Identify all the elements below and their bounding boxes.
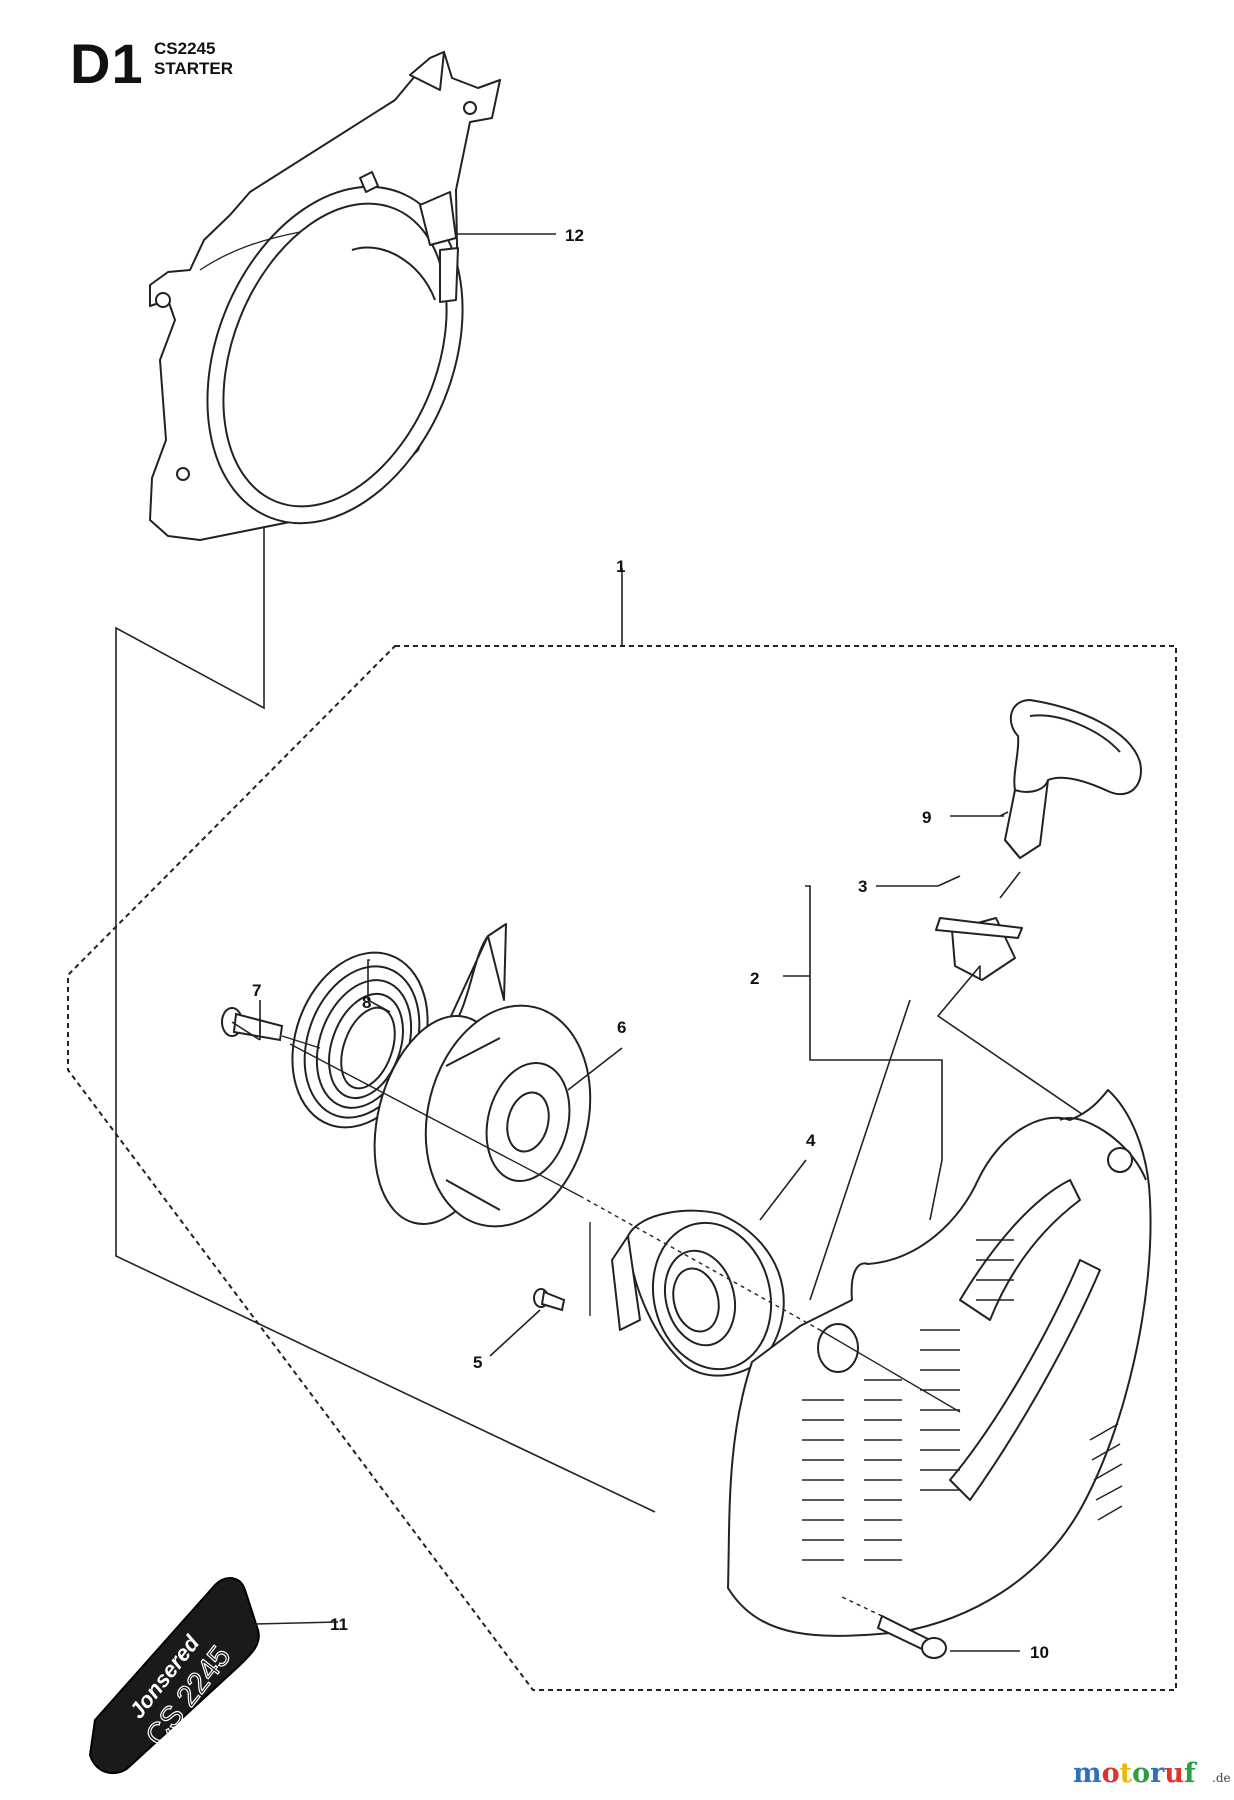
- watermark-letter: t: [1120, 1758, 1133, 1789]
- callout-8: 8: [362, 993, 371, 1012]
- callout-leaders: [231, 233, 1020, 1652]
- part-10-bolt: [839, 1595, 947, 1659]
- assembly-boundary: [67, 645, 1177, 1691]
- watermark-letter: m: [1073, 1758, 1102, 1789]
- part-5-screw: [533, 1222, 591, 1316]
- watermark-logo: motoruf .de: [1073, 1758, 1231, 1789]
- callout-2: 2: [750, 969, 759, 988]
- callout-7: 7: [252, 981, 261, 1000]
- callout-10: 10: [1030, 1643, 1049, 1662]
- svg-text:motoruf: motoruf: [1073, 1758, 1198, 1789]
- callout-11: 11: [330, 1615, 348, 1634]
- cover-grill-slats: [802, 1239, 1123, 1561]
- callout-5: 5: [473, 1353, 482, 1372]
- part-11-decal: Jonsered CS 2245: [88, 1577, 260, 1775]
- assembly-bracket-lines: [115, 528, 911, 1513]
- part-8-recoil-spring: [291, 923, 507, 1129]
- part-3-bushing: [935, 871, 1121, 1141]
- section-title: STARTER: [154, 59, 234, 78]
- part-12-fan-housing: [149, 51, 501, 541]
- callout-3: 3: [858, 877, 867, 896]
- watermark-letter: o: [1132, 1758, 1150, 1789]
- part-9-handle: [1004, 699, 1142, 859]
- watermark-letter: f: [1184, 1758, 1198, 1789]
- watermark-letter: u: [1164, 1758, 1184, 1789]
- callout-9: 9: [922, 808, 931, 827]
- watermark-tld: .de: [1212, 1771, 1231, 1785]
- callout-1: 1: [616, 557, 625, 576]
- callout-6: 6: [617, 1018, 626, 1037]
- assembly-axis-lines: [289, 1043, 961, 1413]
- callout-4: 4: [806, 1131, 816, 1150]
- model-number: CS2245: [154, 39, 216, 58]
- watermark-letter: r: [1150, 1758, 1165, 1789]
- callout-12: 12: [565, 226, 584, 245]
- watermark-letter: o: [1102, 1758, 1120, 1789]
- part-6-pulley: [373, 1004, 592, 1228]
- section-code: D1: [70, 32, 144, 95]
- part-4-spring-cassette: [611, 1209, 785, 1377]
